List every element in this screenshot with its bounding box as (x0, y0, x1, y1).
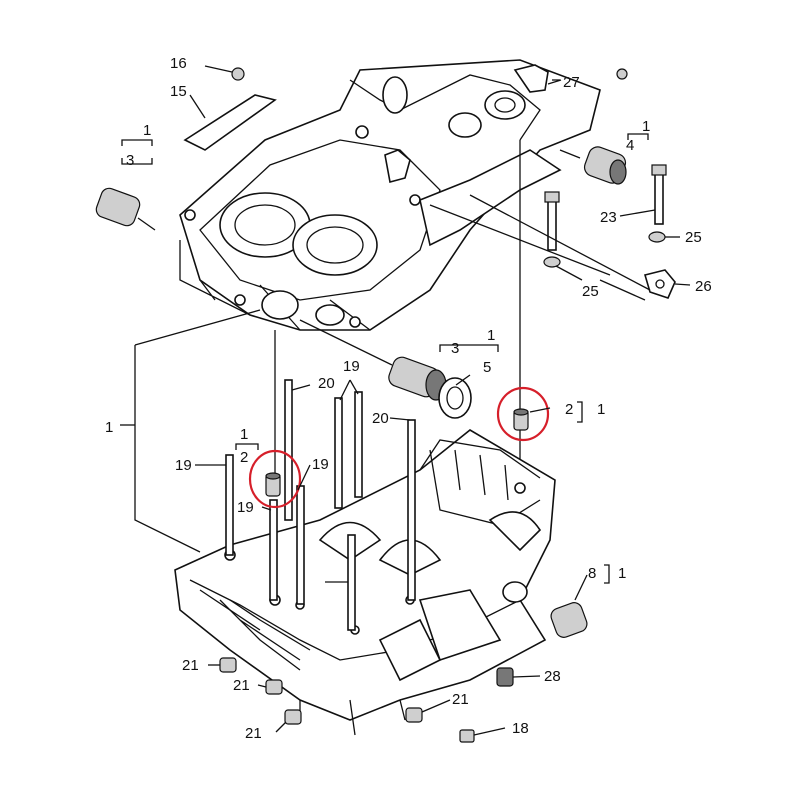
bolt-23 (544, 164, 667, 251)
label-3-middle: 3 (451, 340, 459, 357)
bushing-3-middle (388, 356, 447, 401)
label-21-a: 21 (182, 657, 199, 674)
label-1-right-2: 1 (597, 401, 605, 418)
label-1-top: 1 (143, 122, 151, 139)
seal-5 (438, 377, 472, 419)
label-23: 23 (600, 209, 617, 226)
label-19-mid: 19 (312, 456, 329, 473)
bushing-3-top (95, 187, 156, 231)
label-27: 27 (563, 74, 580, 91)
plug-28 (496, 667, 514, 687)
label-8: 8 (588, 565, 596, 582)
grouping-brackets (121, 133, 649, 584)
dowel-pin-right (513, 408, 529, 431)
nuts-21 (219, 657, 423, 725)
label-28: 28 (544, 668, 561, 685)
washer-25-right (648, 231, 666, 243)
lower-crankcase (174, 429, 556, 736)
label-16: 16 (170, 55, 187, 72)
label-25-center: 25 (582, 283, 599, 300)
label-1-right-4: 1 (642, 118, 650, 135)
label-19-top: 19 (343, 358, 360, 375)
label-1-left: 1 (105, 419, 113, 436)
label-1-right-8: 1 (618, 565, 626, 582)
part-labels: 16 15 1 3 27 1 4 23 25 25 26 1 3 5 19 20… (105, 55, 712, 742)
upper-crankcase (179, 59, 601, 331)
guide-lines (134, 140, 651, 553)
part-18 (459, 729, 475, 743)
breather-cover (183, 65, 277, 151)
label-25-right: 25 (685, 229, 702, 246)
label-20-left: 20 (318, 375, 335, 392)
bushing-8 (550, 602, 588, 638)
label-3-top: 3 (126, 152, 134, 169)
leader-lines (120, 79, 691, 736)
label-18: 18 (512, 720, 529, 737)
washer-25-center (543, 256, 561, 268)
label-4: 4 (626, 137, 634, 154)
label-15: 15 (170, 83, 187, 100)
highlight-circle-left (248, 449, 302, 509)
washer-top-right (616, 68, 628, 80)
studs (225, 379, 416, 631)
label-5: 5 (483, 359, 491, 376)
bushing-4 (559, 146, 627, 185)
label-26: 26 (695, 278, 712, 295)
label-21-d: 21 (452, 691, 469, 708)
bracket-27 (513, 64, 560, 93)
label-1-left-2: 1 (240, 426, 248, 443)
label-19-left: 19 (175, 457, 192, 474)
label-19-lower: 19 (237, 499, 254, 516)
dowel-pin-left (265, 472, 281, 497)
label-21-c: 21 (245, 725, 262, 742)
label-1-middle: 1 (487, 327, 495, 344)
clamp-26 (643, 269, 676, 299)
highlight-circle-right (496, 386, 550, 442)
label-20-right: 20 (372, 410, 389, 427)
label-2-right: 2 (565, 401, 573, 418)
label-2-left: 2 (240, 449, 248, 466)
label-21-b: 21 (233, 677, 250, 694)
